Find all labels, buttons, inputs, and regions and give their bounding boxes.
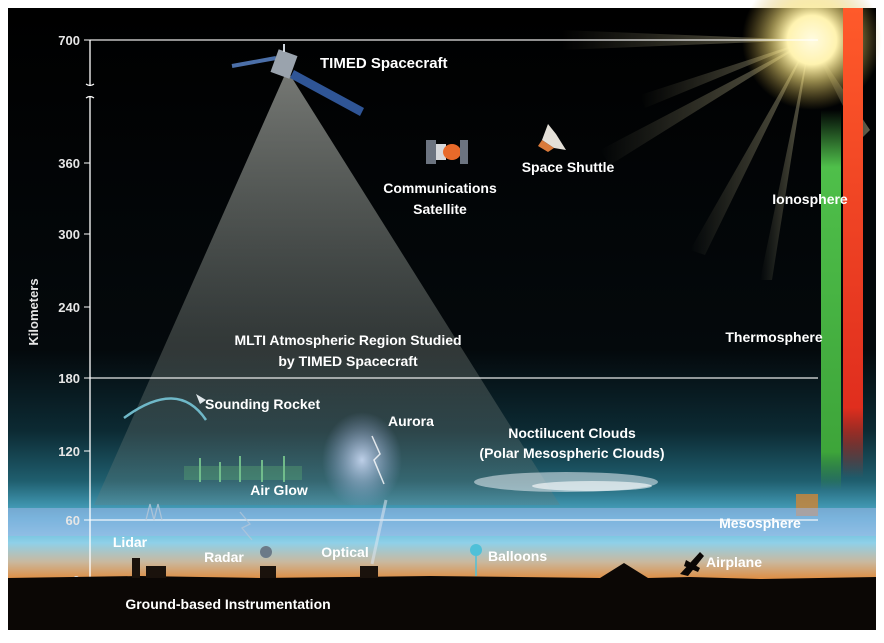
axis-break-icon xyxy=(85,83,95,99)
timed-spacecraft-label: TIMED Spacecraft xyxy=(320,55,448,72)
thermosphere-bar xyxy=(821,110,841,490)
noctilucent-clouds-label-1: Noctilucent Clouds xyxy=(508,425,636,441)
tick-120: 120 xyxy=(58,444,80,459)
tick-300: 300 xyxy=(58,227,80,242)
balloons-label: Balloons xyxy=(488,548,547,564)
aurora-label: Aurora xyxy=(388,413,434,429)
sounding-rocket-label: Sounding Rocket xyxy=(205,396,320,412)
air-glow xyxy=(184,456,302,482)
ground-silhouette xyxy=(8,563,876,630)
mlti-observation-cone xyxy=(94,70,560,505)
sounding-rocket-icon xyxy=(196,394,206,404)
ionosphere-bar xyxy=(843,8,863,478)
space-shuttle-label: Space Shuttle xyxy=(522,159,615,175)
tick-180: 180 xyxy=(58,371,80,386)
communications-satellite-icon xyxy=(426,140,468,164)
timed-spacecraft-icon xyxy=(231,44,364,116)
balloon-icon xyxy=(470,544,482,576)
tick-60: 60 xyxy=(66,513,80,528)
mlti-region-label-2: by TIMED Spacecraft xyxy=(278,353,418,369)
tick-700: 700 xyxy=(58,33,80,48)
thermosphere-label: Thermosphere xyxy=(725,329,822,345)
ground-instrumentation-label: Ground-based Instrumentation xyxy=(125,596,330,612)
radar-icon xyxy=(239,511,276,578)
lidar-label: Lidar xyxy=(113,534,148,550)
sounding-rocket-trajectory xyxy=(123,397,208,421)
optical-icon xyxy=(360,499,388,578)
mlti-region-label-1: MLTI Atmospheric Region Studied xyxy=(234,332,461,348)
aurora-glow xyxy=(322,412,402,508)
radar-label: Radar xyxy=(204,549,244,565)
airplane-icon xyxy=(680,552,704,576)
y-axis-label: Kilometers xyxy=(26,278,41,345)
communications-satellite-label-2: Satellite xyxy=(413,201,467,217)
space-shuttle-icon xyxy=(538,124,566,152)
y-axis xyxy=(84,39,95,581)
tick-240: 240 xyxy=(58,300,80,315)
noctilucent-clouds-label-2: (Polar Mesospheric Clouds) xyxy=(479,445,664,461)
communications-satellite-label-1: Communications xyxy=(383,180,497,196)
optical-label: Optical xyxy=(321,544,368,560)
mesosphere-label: Mesosphere xyxy=(719,515,801,531)
tick-360: 360 xyxy=(58,156,80,171)
lidar-icon xyxy=(132,503,166,578)
airplane-label: Airplane xyxy=(706,554,762,570)
ionosphere-label: Ionosphere xyxy=(772,191,848,207)
air-glow-label: Air Glow xyxy=(250,482,308,498)
